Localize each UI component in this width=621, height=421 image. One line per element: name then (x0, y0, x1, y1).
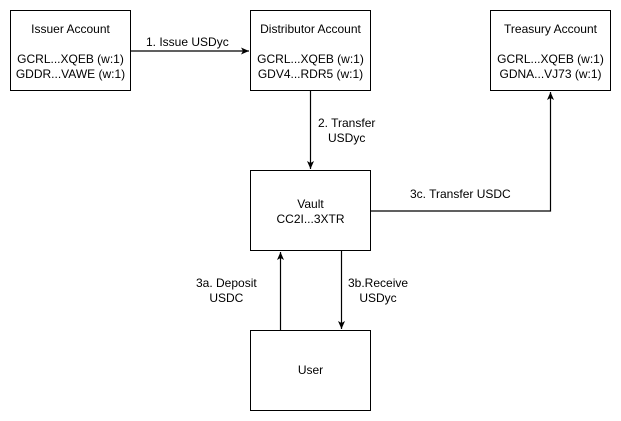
node-line: GDDR...VAWE (w:1) (15, 67, 126, 81)
node-line: GDV4...RDR5 (w:1) (257, 67, 364, 81)
distributor-account-node[interactable]: Distributor Account GCRL...XQEB (w:1) GD… (250, 10, 371, 91)
edge-label-line: 3b.Receive (348, 276, 409, 290)
edge-label-line: USDyc (359, 291, 397, 305)
node-line: CC2I...3XTR (276, 212, 345, 226)
edge-label-line: 3a. Deposit (196, 276, 257, 290)
edge-label-line: 1. Issue USDyc (146, 35, 229, 49)
node-title: Treasury Account (504, 22, 597, 36)
node-title: Issuer Account (31, 22, 110, 36)
user-node[interactable]: User (250, 330, 371, 411)
edge-label-deposit: 3a. Deposit USDC (196, 276, 257, 306)
issuer-account-node[interactable]: Issuer Account GCRL...XQEB (w:1) GDDR...… (10, 10, 131, 91)
edge-label-line: USDyc (328, 131, 366, 145)
node-line: GCRL...XQEB (w:1) (17, 52, 124, 66)
edge-label-line: USDC (209, 291, 244, 305)
node-title: User (297, 363, 324, 377)
edge-label-line: 2. Transfer (318, 116, 376, 130)
edge-label-treasury: 3c. Transfer USDC (410, 187, 511, 202)
node-line: GDNA...VJ73 (w:1) (499, 67, 602, 81)
vault-node[interactable]: Vault CC2I...3XTR (250, 170, 371, 251)
edge-label-issue: 1. Issue USDyc (146, 35, 229, 50)
edge-label-line: 3c. Transfer USDC (410, 187, 511, 201)
treasury-account-node[interactable]: Treasury Account GCRL...XQEB (w:1) GDNA.… (490, 10, 611, 91)
edge-label-transfer: 2. Transfer USDyc (318, 116, 376, 146)
node-title: Vault (297, 197, 324, 211)
edge-treasury-arrow (371, 92, 554, 212)
node-title: Distributor Account (260, 22, 361, 36)
node-line: GCRL...XQEB (w:1) (497, 52, 604, 66)
node-line: GCRL...XQEB (w:1) (257, 52, 364, 66)
edge-label-receive: 3b.Receive USDyc (348, 276, 409, 306)
